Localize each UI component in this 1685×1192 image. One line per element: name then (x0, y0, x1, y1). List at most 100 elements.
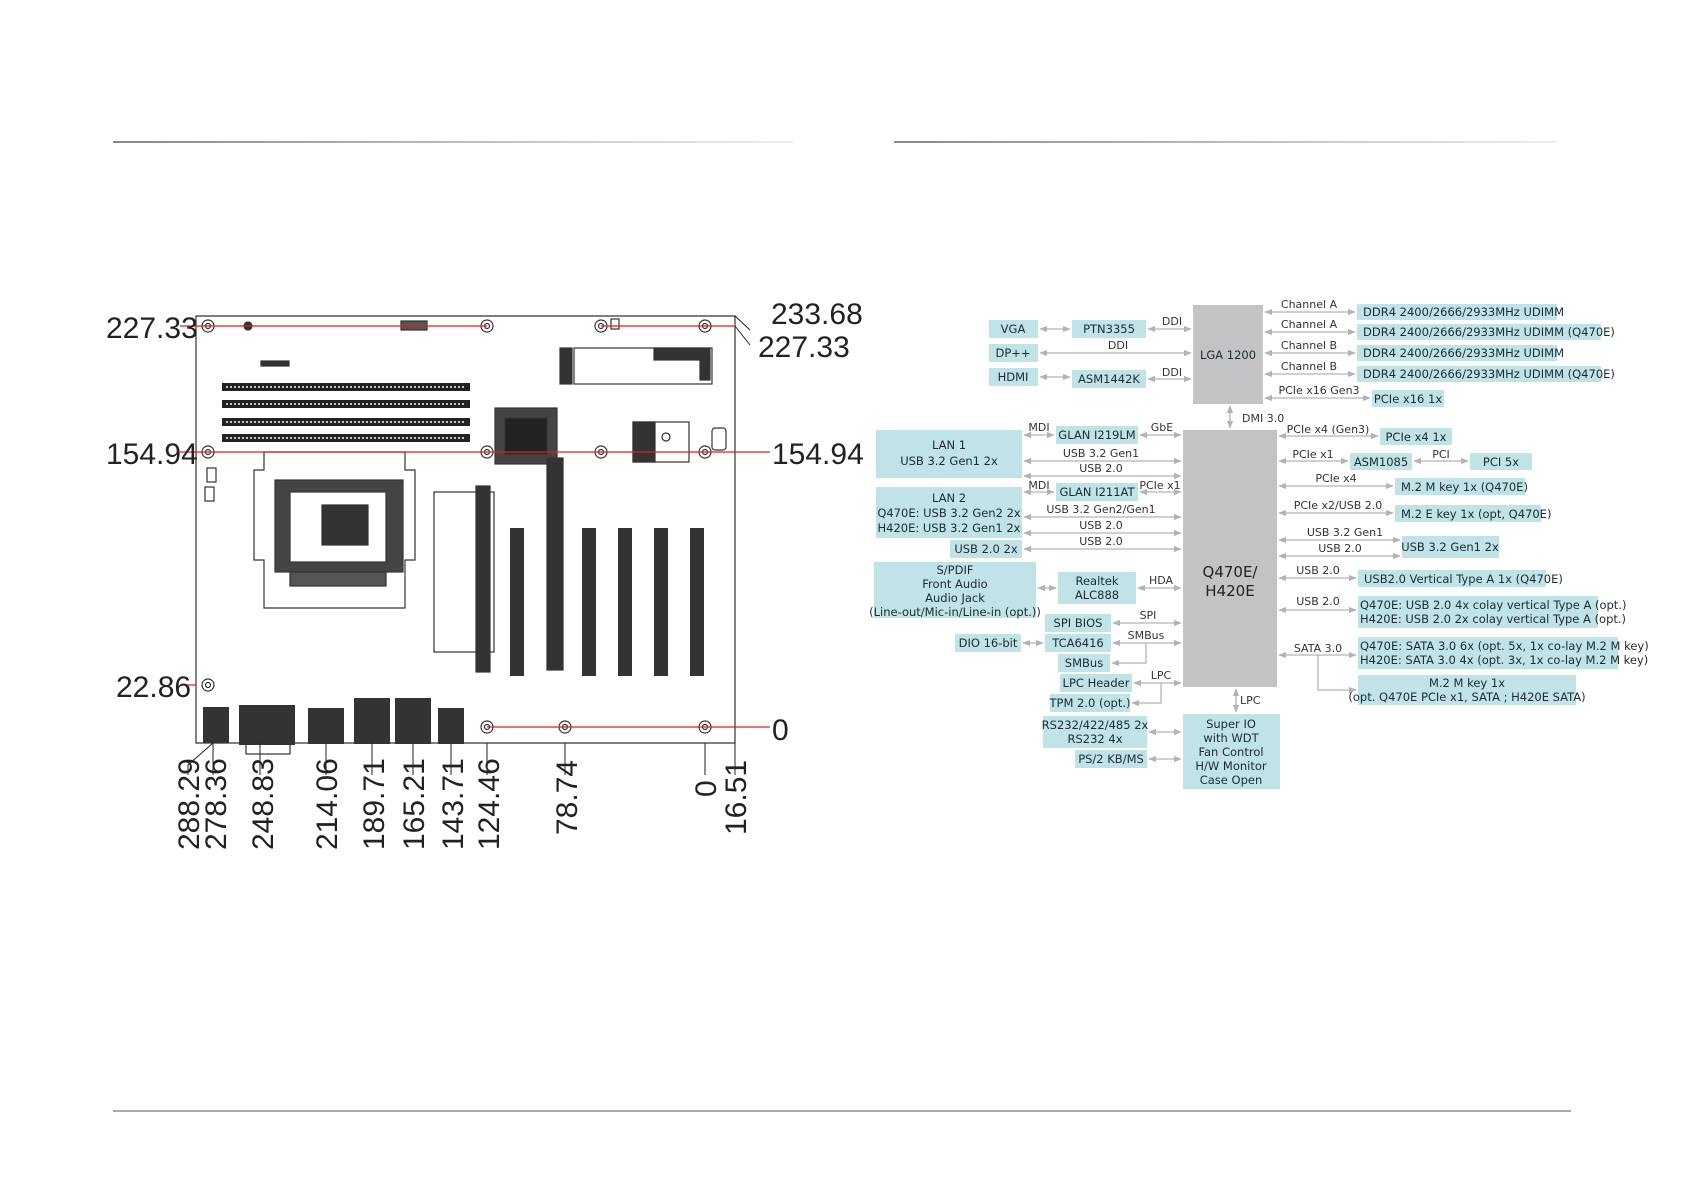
ddi-label-3: DDI (1162, 366, 1182, 379)
asm1442k-box: ASM1442K (1078, 372, 1140, 386)
dim-bottom-6: 165.21 (398, 758, 431, 850)
lan2-h420e: H420E: USB 3.2 Gen1 2x (878, 521, 1021, 535)
lpc-vertical-label: LPC (1240, 694, 1261, 707)
lan2-usb32-label: USB 3.2 Gen2/Gen1 (1046, 503, 1155, 516)
io-connectors (203, 698, 464, 745)
usb2-vertical-box: USB2.0 Vertical Type A 1x (Q470E) (1364, 572, 1563, 586)
ptn3355-box: PTN3355 (1083, 322, 1135, 336)
dim-bottom-8: 124.46 (473, 758, 506, 850)
lan1-usb32-label: USB 3.2 Gen1 (1063, 447, 1139, 460)
dimm-slots (222, 383, 470, 442)
lpc-label: LPC (1151, 669, 1172, 682)
dim-right-bottom: 0 (772, 714, 789, 747)
dio-box: DIO 16-bit (959, 636, 1018, 650)
pcie-x16-box: PCIe x16 1x (1374, 392, 1442, 406)
pcie-x16-gen3-label: PCIe x16 Gen3 (1278, 384, 1359, 397)
block-diagram: LGA 1200 Q470E/ H420E DMI 3.0 LPC VGA PT… (869, 298, 1649, 789)
cpu-chip (1193, 305, 1263, 404)
pciex1-label-right: PCIe x1 (1292, 448, 1333, 461)
smbus-label: SMBus (1128, 629, 1165, 642)
usb32-gen1-2x-box: USB 3.2 Gen1 2x (1401, 540, 1499, 554)
realtek-name: Realtek (1075, 574, 1118, 588)
lan2-usb20-label: USB 2.0 (1079, 519, 1123, 532)
audio-jack: Audio Jack (925, 591, 985, 605)
superio-box (1183, 714, 1280, 789)
m2-e-key-box: M.2 E key 1x (opt, Q470E) (1401, 507, 1551, 521)
pci-5x-box: PCI 5x (1483, 455, 1519, 469)
dim-bottom-3: 248.83 (247, 758, 280, 850)
bottom-rule (113, 1110, 1571, 1112)
dim-bottom-7: 143.71 (437, 758, 470, 850)
dim-bottom-10: 0 (690, 780, 723, 797)
mdi-label-1: MDI (1028, 421, 1049, 434)
dim-left-top: 227.33 (106, 312, 198, 345)
ddr-1: DDR4 2400/2666/2933MHz UDIMM (1363, 305, 1564, 319)
ddr-4: DDR4 2400/2666/2933MHz UDIMM (Q470E) (1363, 367, 1615, 381)
mdi-label-2: MDI (1028, 479, 1049, 492)
rs232-422-485: RS232/422/485 2x (1042, 718, 1149, 732)
lan1-title: LAN 1 (932, 438, 966, 452)
ddi-label-1: DDI (1162, 315, 1182, 328)
pci-slots (510, 528, 704, 676)
dim-bottom-11: 16.51 (720, 760, 753, 835)
superio-2: with WDT (1203, 731, 1259, 745)
audio-spdif: S/PDIF (937, 563, 974, 577)
pci-label: PCI (1432, 448, 1450, 461)
pciex4-label: PCIe x4 (1315, 472, 1356, 485)
dim-bottom-5: 189.71 (358, 758, 391, 850)
dp-box: DP++ (995, 346, 1030, 360)
rs232-4x: RS232 4x (1067, 732, 1122, 746)
dim-right-top-2: 227.33 (758, 331, 850, 364)
usb20-label-c: USB 2.0 (1079, 535, 1123, 548)
superio-5: Case Open (1200, 773, 1263, 787)
ddr-3: DDR4 2400/2666/2933MHz UDIMM (1363, 346, 1564, 360)
superio-3: Fan Control (1198, 745, 1263, 759)
hdmi-box: HDMI (998, 370, 1029, 384)
sata-q470e: Q470E: SATA 3.0 6x (opt. 5x, 1x co-lay M… (1360, 639, 1649, 653)
glan-i219lm-box: GLAN I219LM (1058, 428, 1135, 442)
superio-1: Super IO (1206, 717, 1256, 731)
usb2-colay-h420e: H420E: USB 2.0 2x colay vertical Type A … (1360, 612, 1626, 626)
superio-4: H/W Monitor (1195, 759, 1267, 773)
ddr-2: DDR4 2400/2666/2933MHz UDIMM (Q470E) (1363, 325, 1615, 339)
dimension-labels: 227.33 154.94 22.86 233.68 227.33 154.94… (106, 298, 864, 850)
dim-bottom-4: 214.06 (311, 758, 344, 850)
vga-box: VGA (1001, 322, 1026, 336)
sata-h420e: H420E: SATA 3.0 4x (opt. 3x, 1x co-lay M… (1360, 653, 1648, 667)
dim-left-mid: 154.94 (106, 438, 198, 471)
channel-a-1: Channel A (1281, 298, 1338, 311)
ps2-box: PS/2 KB/MS (1078, 752, 1144, 766)
pcie-x4-box: PCIe x4 1x (1386, 430, 1447, 444)
cpu-label: LGA 1200 (1200, 348, 1256, 362)
pcie-x4-gen3-label: PCIe x4 (Gen3) (1287, 423, 1370, 436)
audio-line: (Line-out/Mic-in/Line-in (opt.)) (869, 605, 1041, 619)
top-rule-left (113, 141, 793, 143)
m2-m-key-2-sub: (opt. Q470E PCIe x1, SATA ; H420E SATA) (1348, 690, 1585, 704)
m2-m-key-box: M.2 M key 1x (Q470E) (1401, 480, 1528, 494)
dmi-label: DMI 3.0 (1242, 412, 1284, 425)
asm1085-box: ASM1085 (1354, 455, 1408, 469)
tpm-box: TPM 2.0 (opt.) (1049, 696, 1131, 710)
usb2-colay-q470e: Q470E: USB 2.0 4x colay vertical Type A … (1360, 598, 1626, 612)
usb20-label-right-b: USB 2.0 (1296, 564, 1340, 577)
pciex1-label-left: PCIe x1 (1139, 479, 1180, 492)
usb20-label-right-a: USB 2.0 (1318, 542, 1362, 555)
dim-right-mid: 154.94 (772, 438, 864, 471)
hda-label: HDA (1149, 574, 1174, 587)
top-rule-right (894, 141, 1558, 143)
channel-b-1: Channel B (1281, 339, 1337, 352)
lan1-usb20-label: USB 2.0 (1079, 462, 1123, 475)
audio-front: Front Audio (922, 577, 987, 591)
channel-b-2: Channel B (1281, 360, 1337, 373)
pch-label-2: H420E (1205, 582, 1254, 600)
dim-bottom-1: 288.29 (173, 758, 206, 850)
dimension-leaders (187, 315, 751, 775)
pciex2-label: PCIe x2/USB 2.0 (1294, 499, 1383, 512)
dimension-red-lines (180, 325, 770, 728)
usb32-gen1-label-right: USB 3.2 Gen1 (1307, 526, 1383, 539)
dim-bottom-2: 278.36 (200, 758, 233, 850)
dim-right-top-1: 233.68 (771, 298, 863, 331)
spi-label: SPI (1140, 609, 1157, 622)
usb20-label-right-c: USB 2.0 (1296, 595, 1340, 608)
